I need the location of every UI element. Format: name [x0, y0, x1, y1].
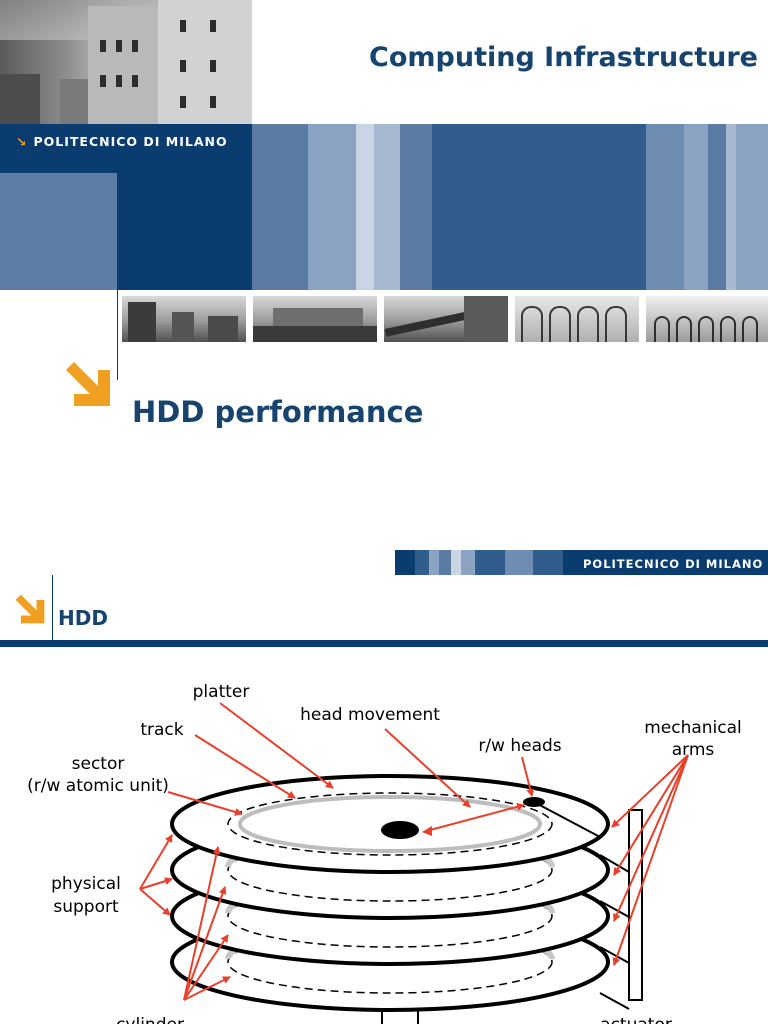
header-bar — [0, 550, 768, 575]
hdd-diagram: platter head movement track r/w heads me… — [27, 682, 742, 1024]
label-mechanical: mechanical — [644, 718, 742, 738]
arrow-icon: ↘ — [16, 134, 28, 149]
head-arm — [533, 801, 601, 838]
spindle-hub — [381, 821, 419, 839]
brand-square — [0, 173, 117, 290]
hdd-slide: POLITECNICO DI MILANO HDD — [0, 550, 768, 1024]
brand-band — [0, 124, 768, 290]
campus-photo — [515, 296, 639, 342]
orange-arrow-icon — [66, 362, 110, 406]
label-head-movement: head movement — [300, 705, 440, 725]
divider-line — [52, 575, 53, 640]
label-arrows — [139, 702, 689, 1001]
university-brand: ↘POLITECNICO DI MILANO — [16, 134, 228, 149]
label-track: track — [140, 720, 183, 740]
orange-arrow-icon — [15, 594, 45, 624]
campus-photo — [384, 296, 508, 342]
campus-photo — [646, 296, 768, 342]
campus-photo — [122, 296, 246, 342]
divider-line — [117, 290, 118, 380]
label-physical: physical — [51, 874, 121, 894]
label-actuator: actuator — [600, 1015, 672, 1024]
university-brand: POLITECNICO DI MILANO — [583, 557, 764, 571]
campus-photo — [253, 296, 377, 342]
slide-title: HDD — [58, 606, 108, 630]
label-sector: sector — [72, 754, 125, 774]
label-arms: arms — [672, 740, 715, 760]
label-sector-detail: (r/w atomic unit) — [27, 776, 169, 796]
platter-1 — [170, 774, 610, 874]
label-platter: platter — [193, 682, 250, 702]
campus-photo-strip — [122, 296, 768, 342]
title-rule — [0, 640, 768, 647]
title-slide: Computing Infrastructure ↘POLITECNICO DI… — [0, 0, 768, 429]
slide-title: HDD performance — [132, 395, 424, 429]
university-building-photo — [0, 0, 252, 124]
label-cylinder: cylinder — [116, 1015, 184, 1024]
course-title: Computing Infrastructure — [369, 42, 758, 73]
label-support: support — [53, 897, 119, 917]
label-rw-heads: r/w heads — [478, 736, 561, 756]
